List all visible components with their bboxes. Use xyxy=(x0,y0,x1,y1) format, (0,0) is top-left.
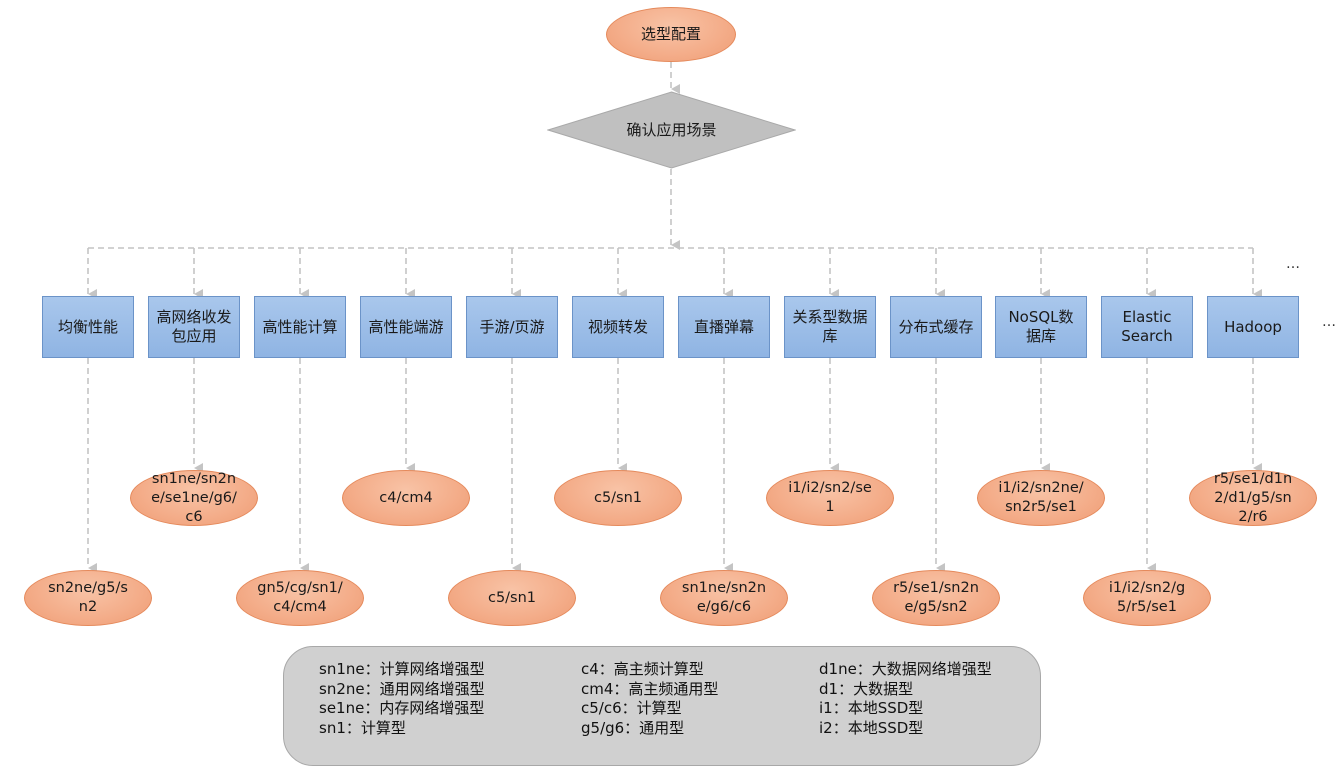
instance-family-label: i1/i2/sn2/g5/r5/se1 xyxy=(1108,580,1186,615)
instance-family-label: c5/sn1 xyxy=(487,589,537,606)
scenario-box: NoSQL数据库 xyxy=(995,296,1087,358)
scenario-box: Elastic Search xyxy=(1101,296,1193,358)
more-boxes-ellipsis: … xyxy=(1322,314,1336,330)
scenario-box: 高性能端游 xyxy=(360,296,452,358)
start-node-label: 选型配置 xyxy=(640,25,701,43)
scenario-box: 分布式缓存 xyxy=(890,296,982,358)
scenario-box: 手游/页游 xyxy=(466,296,558,358)
instance-family-result: c5/sn1 xyxy=(448,570,576,626)
scenario-label: Hadoop xyxy=(1224,317,1282,336)
instance-family-label: c4/cm4 xyxy=(379,489,433,506)
instance-family-label: sn1ne/sn2ne/se1ne/g6/c6 xyxy=(151,470,237,525)
instance-family-result: sn1ne/sn2ne/g6/c6 xyxy=(660,570,788,626)
instance-family-result: i1/i2/sn2/g5/r5/se1 xyxy=(1083,570,1211,626)
scenario-box: 高网络收发包应用 xyxy=(148,296,240,358)
instance-family-result: sn2ne/g5/sn2 xyxy=(24,570,152,626)
instance-family-result: i1/i2/sn2ne/sn2r5/se1 xyxy=(977,470,1105,526)
legend-item: i1：本地SSD型 xyxy=(819,699,924,717)
scenario-label: 关系型数据库 xyxy=(792,308,868,345)
instance-family-label: i1/i2/sn2ne/sn2r5/se1 xyxy=(998,480,1084,515)
legend-column-3: d1ne：大数据网络增强型 d1：大数据型 i1：本地SSD型 i2：本地SSD… xyxy=(819,660,992,738)
legend-item: i2：本地SSD型 xyxy=(819,718,924,737)
scenario-label: 视频转发 xyxy=(587,317,648,336)
scenario-box: 视频转发 xyxy=(572,296,664,358)
instance-family-result: sn1ne/sn2ne/se1ne/g6/c6 xyxy=(130,470,258,526)
connector-layer xyxy=(87,62,1262,573)
scenario-box: Hadoop xyxy=(1207,296,1299,358)
instance-family-result: c4/cm4 xyxy=(342,470,470,526)
scenario-label: 高性能端游 xyxy=(368,317,444,336)
legend-item: sn1ne：计算网络增强型 xyxy=(319,660,485,678)
legend-item: c5/c6：计算型 xyxy=(581,699,682,717)
scenario-label: 手游/页游 xyxy=(479,317,545,336)
scenario-label: 分布式缓存 xyxy=(898,317,974,336)
legend-column-1: sn1ne：计算网络增强型 sn2ne：通用网络增强型 se1ne：内存网络增强… xyxy=(319,660,485,738)
instance-family-result: i1/i2/sn2/se1 xyxy=(766,470,894,526)
legend-panel: sn1ne：计算网络增强型 sn2ne：通用网络增强型 se1ne：内存网络增强… xyxy=(283,646,1041,766)
legend-item: c4：高主频计算型 xyxy=(581,660,704,678)
scenario-label: 高性能计算 xyxy=(262,317,338,336)
start-node: 选型配置 xyxy=(606,7,736,62)
decision-diamond-shape xyxy=(547,91,796,169)
legend-column-2: c4：高主频计算型 cm4：高主频通用型 c5/c6：计算型 g5/g6：通用型 xyxy=(581,660,718,738)
legend-item: g5/g6：通用型 xyxy=(581,718,685,737)
scenario-label: 直播弹幕 xyxy=(693,317,754,336)
legend-item: sn1：计算型 xyxy=(319,718,406,737)
legend-item: d1：大数据型 xyxy=(819,679,914,698)
scenario-box: 关系型数据库 xyxy=(784,296,876,358)
instance-family-result: r5/se1/sn2ne/g5/sn2 xyxy=(872,570,1000,626)
instance-family-label: sn1ne/sn2ne/g6/c6 xyxy=(681,580,767,615)
scenario-label: 高网络收发包应用 xyxy=(156,308,232,345)
instance-family-label: r5/se1/d1n2/d1/g5/sn2/r6 xyxy=(1213,470,1293,525)
instance-family-label: sn2ne/g5/sn2 xyxy=(48,580,128,615)
instance-family-label: c5/sn1 xyxy=(593,489,643,506)
legend-item: se1ne：内存网络增强型 xyxy=(319,699,485,717)
legend-item: sn2ne：通用网络增强型 xyxy=(319,679,485,698)
legend-item: d1ne：大数据网络增强型 xyxy=(819,660,992,678)
instance-family-label: r5/se1/sn2ne/g5/sn2 xyxy=(893,580,979,615)
instance-family-result: c5/sn1 xyxy=(554,470,682,526)
legend-item: cm4：高主频通用型 xyxy=(581,679,719,698)
instance-family-label: i1/i2/sn2/se1 xyxy=(788,480,872,515)
instance-family-label: gn5/cg/sn1/c4/cm4 xyxy=(257,580,343,615)
scenario-label: NoSQL数据库 xyxy=(1008,308,1074,345)
scenario-box: 直播弹幕 xyxy=(678,296,770,358)
scenario-label: 均衡性能 xyxy=(57,317,118,336)
decision-node-label: 确认应用场景 xyxy=(626,120,717,139)
more-scenarios-ellipsis: … xyxy=(1286,256,1300,272)
instance-family-result: gn5/cg/sn1/c4/cm4 xyxy=(236,570,364,626)
instance-family-result: r5/se1/d1n2/d1/g5/sn2/r6 xyxy=(1189,470,1317,526)
scenario-label: Elastic Search xyxy=(1121,308,1173,345)
decision-node: 确认应用场景 xyxy=(547,91,796,169)
scenario-box: 高性能计算 xyxy=(254,296,346,358)
scenario-box: 均衡性能 xyxy=(42,296,134,358)
